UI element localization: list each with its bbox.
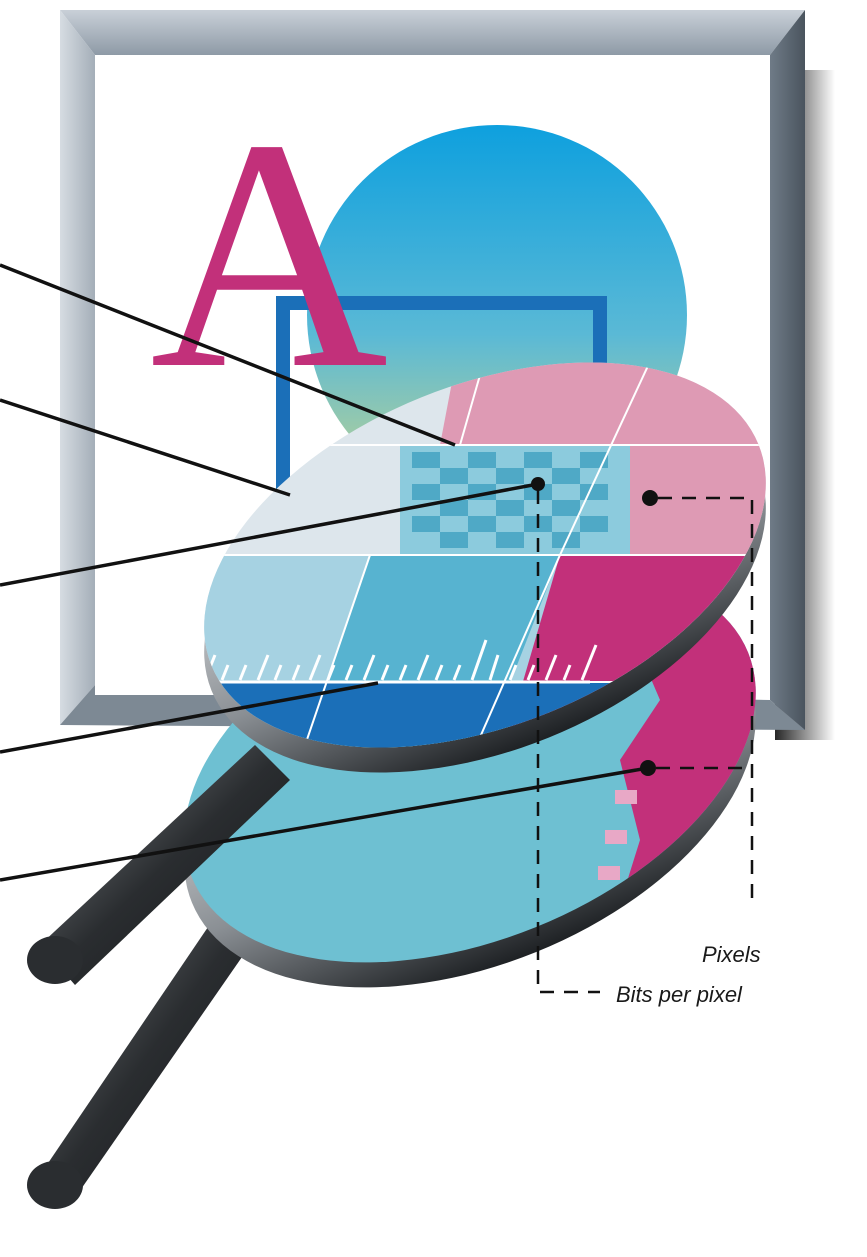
frame-right-bevel xyxy=(770,10,805,730)
pixel-step xyxy=(615,790,637,804)
pixels-label: Pixels xyxy=(702,942,761,967)
upper-handle-end xyxy=(27,936,83,984)
frame-top-bevel xyxy=(60,10,805,55)
callout-dot-pixel xyxy=(642,490,658,506)
lower-handle-end xyxy=(27,1161,83,1209)
pixel-step xyxy=(605,830,627,844)
callout-dot-pixel-lower xyxy=(640,760,656,776)
frame-left-bevel xyxy=(60,10,95,725)
letter-a-glyph: A xyxy=(150,72,388,437)
bits-per-pixel-label: Bits per pixel xyxy=(616,982,743,1007)
callout-dot-bits xyxy=(531,477,545,491)
pixel-step xyxy=(598,866,620,880)
